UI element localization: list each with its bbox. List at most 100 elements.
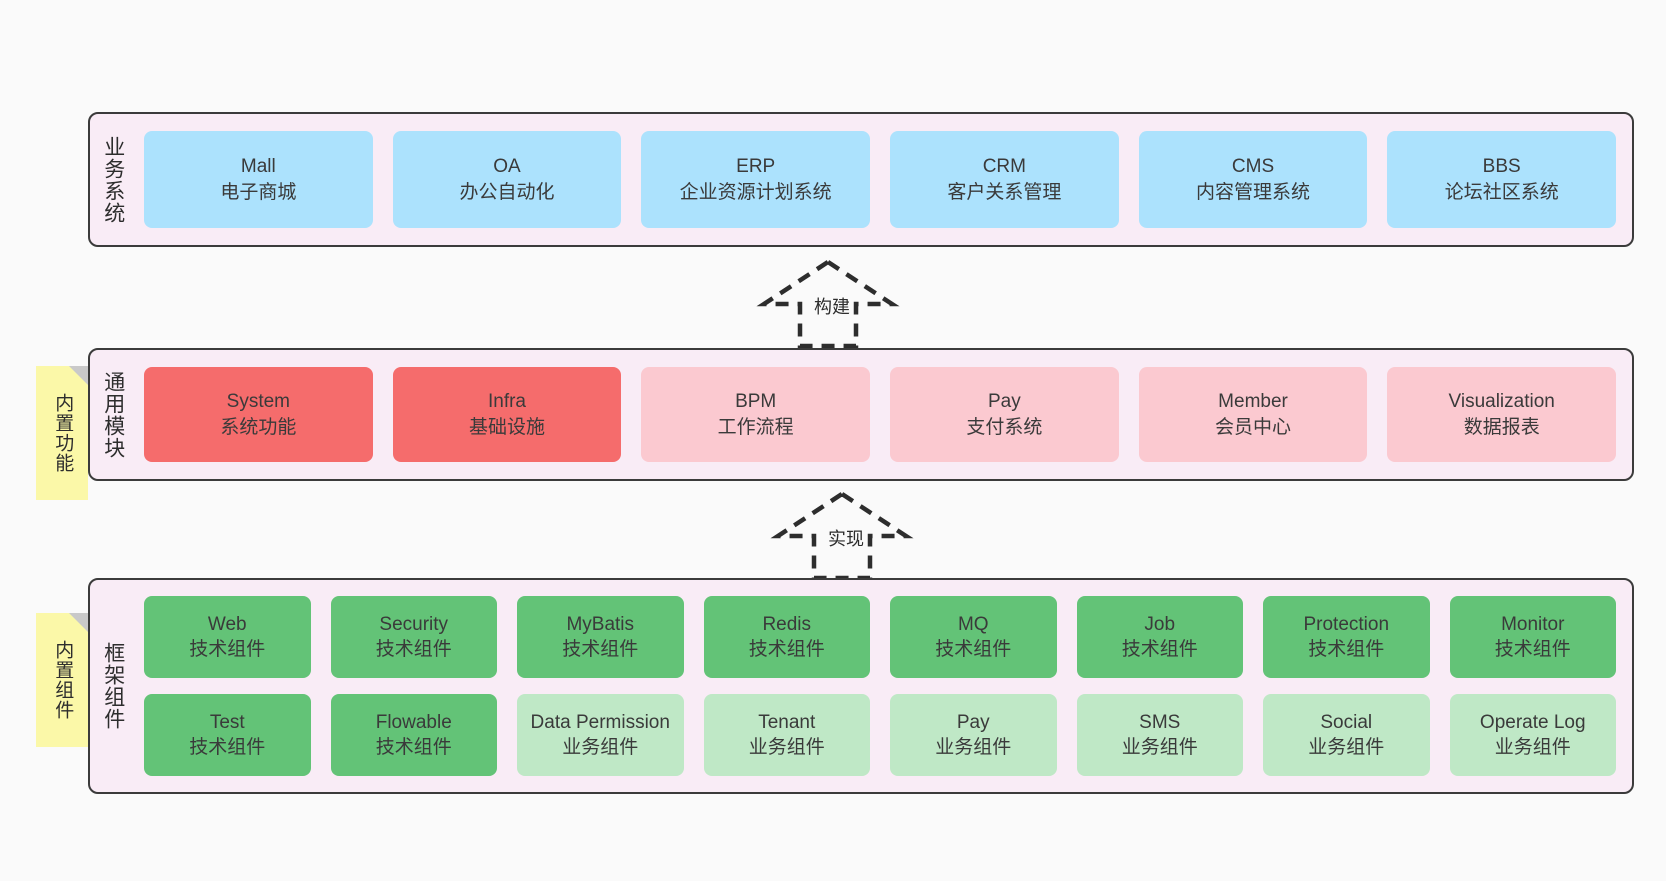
- card-title-cn: 企业资源计划系统: [679, 181, 832, 203]
- card-title-en: MQ: [957, 613, 989, 635]
- card-title-en: Flowable: [375, 711, 452, 733]
- card-title-en: Pay: [956, 711, 990, 733]
- card-row: Test 技术组件 Flowable 技术组件 Data Permission …: [144, 694, 1616, 776]
- card-title-en: BPM: [735, 391, 777, 413]
- card-title-cn: 技术组件: [375, 737, 452, 758]
- card-title-en: Data Permission: [530, 711, 670, 733]
- card-title-cn: 技术组件: [935, 639, 1012, 660]
- card-bbs[interactable]: BBS 论坛社区系统: [1387, 131, 1617, 228]
- card-title-en: Infra: [487, 391, 527, 413]
- card-title-cn: 业务组件: [1121, 737, 1198, 758]
- layer-framework-components: 框架组件 Web 技术组件 Security 技术组件 MyBatis 技术组件: [88, 578, 1634, 794]
- card-title-cn: 办公自动化: [459, 181, 555, 203]
- note-builtin-components-label: 内置组件: [52, 640, 74, 720]
- card-job[interactable]: Job 技术组件: [1076, 596, 1243, 678]
- card-title-en: CRM: [982, 156, 1026, 178]
- card-title-cn: 客户关系管理: [947, 181, 1062, 203]
- card-title-cn: 技术组件: [375, 639, 452, 660]
- connector-implement-label: 实现: [828, 529, 864, 549]
- card-row: System 系统功能 Infra 基础设施 BPM 工作流程 Pay 支付系统…: [144, 367, 1617, 462]
- card-title-cn: 技术组件: [1121, 639, 1198, 660]
- layer-business-systems-body: Mall 电子商城 OA 办公自动化 ERP 企业资源计划系统 CRM 客户关系…: [136, 114, 1632, 245]
- card-security[interactable]: Security 技术组件: [330, 596, 497, 678]
- card-title-cn: 业务组件: [1494, 737, 1571, 758]
- card-title-cn: 技术组件: [189, 737, 266, 758]
- card-bpm[interactable]: BPM 工作流程: [641, 367, 871, 462]
- card-pay-module[interactable]: Pay 支付系统: [890, 367, 1119, 462]
- card-test[interactable]: Test 技术组件: [144, 694, 311, 776]
- layer-common-modules: 通用模块 System 系统功能 Infra 基础设施 BPM 工作流程 Pay…: [88, 348, 1634, 481]
- card-member[interactable]: Member 会员中心: [1138, 367, 1368, 462]
- card-title-cn: 技术组件: [189, 639, 266, 660]
- card-title-en: Redis: [762, 613, 812, 635]
- card-protection[interactable]: Protection 技术组件: [1263, 596, 1430, 678]
- card-mq[interactable]: MQ 技术组件: [890, 596, 1057, 678]
- note-builtin-functions: 内置功能: [36, 366, 88, 500]
- layer-common-modules-body: System 系统功能 Infra 基础设施 BPM 工作流程 Pay 支付系统…: [136, 350, 1632, 479]
- card-system[interactable]: System 系统功能: [144, 367, 373, 462]
- card-web[interactable]: Web 技术组件: [144, 596, 311, 678]
- card-title-en: Pay: [987, 391, 1021, 413]
- card-cms[interactable]: CMS 内容管理系统: [1138, 131, 1368, 228]
- card-rows: Web 技术组件 Security 技术组件 MyBatis 技术组件 Redi…: [144, 596, 1616, 776]
- card-title-en: Test: [209, 711, 245, 733]
- card-title-cn: 业务组件: [562, 737, 639, 758]
- card-title-en: Protection: [1303, 613, 1390, 635]
- layer-framework-components-title: 框架组件: [101, 642, 125, 730]
- card-title-cn: 会员中心: [1215, 416, 1292, 438]
- layer-business-systems-title: 业务系统: [101, 135, 125, 224]
- card-mybatis[interactable]: MyBatis 技术组件: [517, 596, 684, 678]
- layer-business-systems: 业务系统 Mall 电子商城 OA 办公自动化 ERP 企业资源计划系统 CRM…: [88, 112, 1634, 247]
- card-row: Web 技术组件 Security 技术组件 MyBatis 技术组件 Redi…: [144, 596, 1616, 678]
- card-title-en: Operate Log: [1479, 711, 1586, 733]
- card-social[interactable]: Social 业务组件: [1263, 694, 1430, 776]
- note-builtin-functions-label: 内置功能: [52, 393, 74, 473]
- card-visualization[interactable]: Visualization 数据报表: [1387, 367, 1617, 462]
- card-title-en: CMS: [1231, 156, 1275, 178]
- connector-build-label: 构建: [814, 297, 850, 317]
- card-mall[interactable]: Mall 电子商城: [144, 131, 373, 228]
- card-title-en: MyBatis: [566, 613, 635, 635]
- card-title-en: BBS: [1482, 156, 1521, 178]
- connector-build: 构建: [752, 258, 904, 349]
- card-title-cn: 电子商城: [220, 181, 297, 203]
- card-monitor[interactable]: Monitor 技术组件: [1449, 596, 1616, 678]
- card-oa[interactable]: OA 办公自动化: [392, 131, 622, 228]
- card-data-permission[interactable]: Data Permission 业务组件: [517, 694, 684, 776]
- connector-implement: 实现: [766, 490, 918, 581]
- card-title-en: Security: [379, 613, 449, 635]
- card-title-en: Visualization: [1448, 391, 1555, 413]
- card-infra[interactable]: Infra 基础设施: [392, 367, 622, 462]
- card-title-cn: 内容管理系统: [1196, 181, 1311, 203]
- card-erp[interactable]: ERP 企业资源计划系统: [641, 131, 871, 228]
- card-title-en: ERP: [736, 156, 776, 178]
- card-title-en: SMS: [1139, 711, 1181, 733]
- layer-framework-components-body: Web 技术组件 Security 技术组件 MyBatis 技术组件 Redi…: [136, 580, 1632, 792]
- card-pay-component[interactable]: Pay 业务组件: [890, 694, 1057, 776]
- card-tenant[interactable]: Tenant 业务组件: [703, 694, 870, 776]
- card-title-en: Job: [1144, 613, 1176, 635]
- card-title-cn: 系统功能: [220, 416, 297, 438]
- card-title-en: OA: [493, 156, 521, 178]
- card-title-cn: 业务组件: [1308, 737, 1385, 758]
- card-title-en: Social: [1320, 711, 1373, 733]
- card-title-en: Monitor: [1501, 613, 1565, 635]
- card-operate-log[interactable]: Operate Log 业务组件: [1449, 694, 1616, 776]
- card-title-cn: 支付系统: [966, 416, 1043, 438]
- card-title-cn: 业务组件: [935, 737, 1012, 758]
- card-title-cn: 技术组件: [1494, 639, 1571, 660]
- card-title-cn: 工作流程: [717, 416, 794, 438]
- card-title-cn: 技术组件: [1308, 639, 1385, 660]
- card-title-en: Web: [207, 613, 247, 635]
- card-crm[interactable]: CRM 客户关系管理: [890, 131, 1119, 228]
- card-title-cn: 技术组件: [748, 639, 825, 660]
- card-flowable[interactable]: Flowable 技术组件: [330, 694, 497, 776]
- card-title-cn: 论坛社区系统: [1444, 181, 1559, 203]
- card-title-en: Mall: [240, 156, 276, 178]
- card-title-cn: 技术组件: [562, 639, 639, 660]
- card-sms[interactable]: SMS 业务组件: [1076, 694, 1243, 776]
- layer-common-modules-title: 通用模块: [101, 370, 125, 459]
- card-redis[interactable]: Redis 技术组件: [703, 596, 870, 678]
- card-title-cn: 基础设施: [469, 416, 546, 438]
